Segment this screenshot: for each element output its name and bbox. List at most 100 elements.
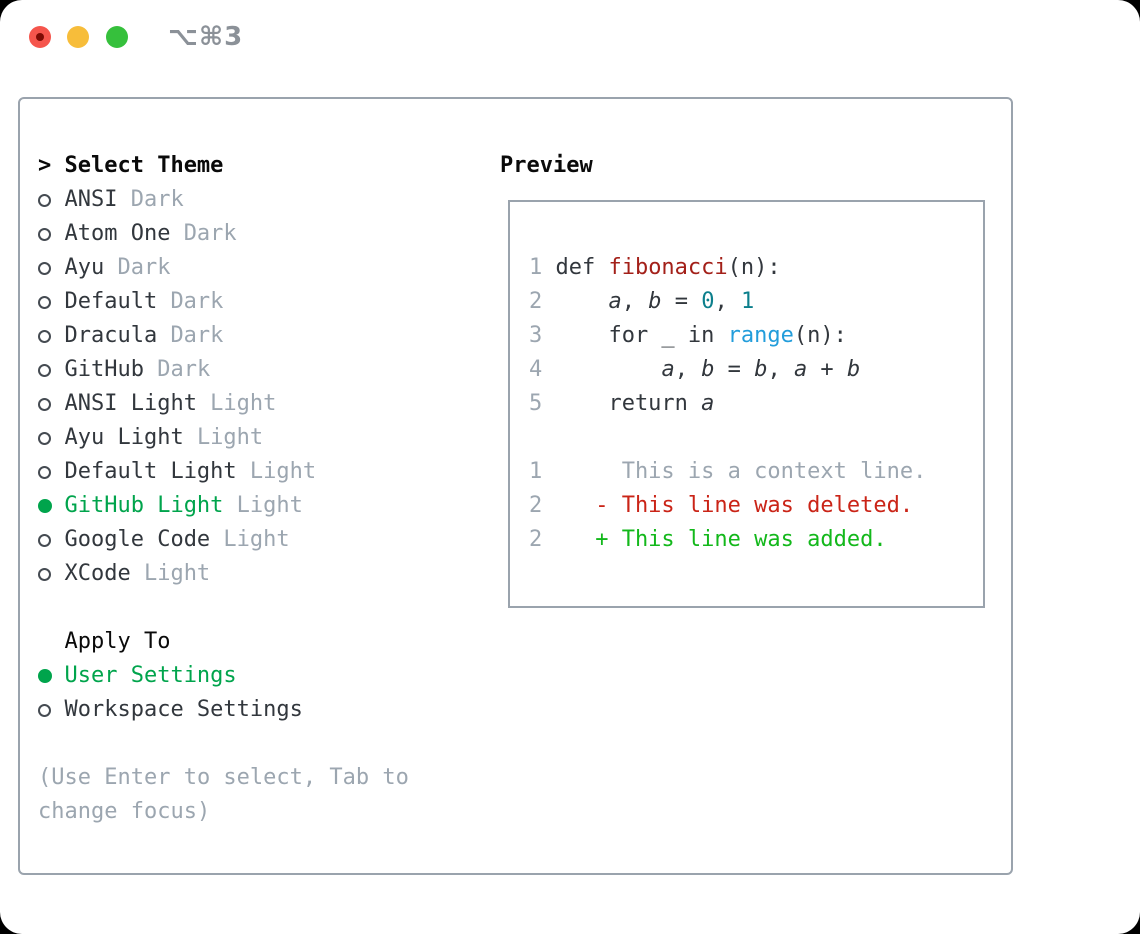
radio-icon <box>38 364 51 377</box>
preview-box: 1 def fibonacci(n): 2 a, b = 0, 1 3 for _… <box>508 200 985 608</box>
preview-code-line: 3 for _ in range(n): <box>529 319 983 353</box>
theme-option[interactable]: Default Light Light <box>38 455 483 489</box>
theme-variant-tag: Dark <box>117 255 171 280</box>
code-tokens: This is a context line. <box>555 459 927 484</box>
theme-name: GitHub <box>64 357 144 382</box>
theme-variant-tag: Dark <box>170 289 224 314</box>
radio-icon <box>38 669 52 683</box>
radio-icon <box>38 568 51 581</box>
theme-option[interactable]: Dracula Dark <box>38 319 483 353</box>
radio-icon <box>38 228 51 241</box>
code-tokens: a, b = 0, 1 <box>608 289 755 314</box>
select-theme-header-label: Select Theme <box>64 153 224 178</box>
theme-variant-tag: Dark <box>157 357 211 382</box>
line-number: 1 <box>529 255 543 280</box>
preview-code-line: 2 + This line was added. <box>529 523 983 557</box>
preview-code-line: 1 def fibonacci(n): <box>529 251 983 285</box>
line-number: 2 <box>529 527 543 552</box>
preview-code-line: 5 return a <box>529 387 983 421</box>
radio-icon <box>38 398 51 411</box>
theme-name: ANSI <box>64 187 118 212</box>
preview-code-line: 1 This is a context line. <box>529 455 983 489</box>
line-number: 2 <box>529 289 543 314</box>
code-tokens: for _ in range(n): <box>555 323 847 348</box>
theme-option[interactable]: GitHub Light Light <box>38 489 483 523</box>
code-tokens: def fibonacci(n): <box>555 255 781 280</box>
line-number: 5 <box>529 391 543 416</box>
theme-option[interactable]: Ayu Dark <box>38 251 483 285</box>
theme-name: Ayu Light <box>64 425 184 450</box>
preview-header: Preview <box>500 153 593 178</box>
apply-to-option[interactable]: User Settings <box>38 659 483 693</box>
radio-icon <box>38 262 51 275</box>
preview-column: Preview 1 def fibonacci(n): 2 a, b = 0, 1… <box>500 149 1000 608</box>
preview-code: 1 def fibonacci(n): 2 a, b = 0, 1 3 for _… <box>529 251 983 557</box>
window-title: ⌥⌘3 <box>168 22 244 52</box>
theme-option[interactable]: Google Code Light <box>38 523 483 557</box>
line-number: 1 <box>529 459 543 484</box>
titlebar: ⌥⌘3 <box>0 0 1140 97</box>
theme-option[interactable]: Ayu Light Light <box>38 421 483 455</box>
radio-icon <box>38 194 51 207</box>
theme-name: Atom One <box>64 221 171 246</box>
help-text-line-2: change focus) <box>38 799 211 824</box>
radio-icon <box>38 330 51 343</box>
apply-to-option[interactable]: Workspace Settings <box>38 693 483 727</box>
theme-variant-tag: Light <box>210 391 277 416</box>
theme-variant-tag: Dark <box>183 221 237 246</box>
theme-name: ANSI Light <box>64 391 197 416</box>
zoom-button[interactable] <box>106 26 128 48</box>
theme-variant-tag: Dark <box>130 187 184 212</box>
radio-icon <box>38 296 51 309</box>
spacer <box>38 591 483 625</box>
preview-code-line: 2 a, b = 0, 1 <box>529 285 983 319</box>
code-tokens: return a <box>555 391 715 416</box>
radio-icon <box>38 499 52 513</box>
code-tokens: - This line was deleted. <box>555 493 914 518</box>
theme-variant-tag: Light <box>249 459 317 484</box>
theme-variant-tag: Dark <box>170 323 224 348</box>
theme-name: Default <box>64 289 158 314</box>
radio-icon <box>38 432 51 445</box>
preview-code-line: 2 - This line was deleted. <box>529 489 983 523</box>
theme-variant-tag: Light <box>223 527 290 552</box>
preview-code-line: 4 a, b = b, a + b <box>529 353 983 387</box>
code-tokens: + This line was added. <box>555 527 887 552</box>
spacer <box>38 727 483 761</box>
line-number: 3 <box>529 323 543 348</box>
apply-to-option-label: User Settings <box>64 663 237 688</box>
radio-icon <box>38 534 51 547</box>
theme-name: Default Light <box>64 459 237 484</box>
theme-option[interactable]: Atom One Dark <box>38 217 483 251</box>
theme-option[interactable]: Default Dark <box>38 285 483 319</box>
close-dot-icon <box>36 33 44 41</box>
apply-to-header-label: Apply To <box>64 629 171 654</box>
preview-code-line <box>529 421 983 455</box>
apply-to-list: User Settings Workspace Settings <box>38 659 483 727</box>
theme-name: Google Code <box>64 527 211 552</box>
apply-to-option-label: Workspace Settings <box>64 697 303 722</box>
theme-option[interactable]: ANSI Dark <box>38 183 483 217</box>
theme-option[interactable]: ANSI Light Light <box>38 387 483 421</box>
apply-to-header: Apply To <box>38 625 483 659</box>
minimize-button[interactable] <box>67 26 89 48</box>
theme-variant-tag: Light <box>236 493 303 518</box>
theme-option[interactable]: GitHub Dark <box>38 353 483 387</box>
theme-name: Ayu <box>64 255 105 280</box>
theme-variant-tag: Light <box>196 425 264 450</box>
select-theme-header: >Select Theme <box>38 149 483 183</box>
help-text-line-1: (Use Enter to select, Tab to <box>38 765 409 790</box>
code-tokens: a, b = b, a + b <box>661 357 861 382</box>
line-number: 2 <box>529 493 543 518</box>
theme-name: Dracula <box>64 323 158 348</box>
theme-name: GitHub Light <box>64 493 224 518</box>
close-button[interactable] <box>29 26 51 48</box>
radio-icon <box>38 704 51 717</box>
theme-variant-tag: Light <box>143 561 211 586</box>
radio-icon <box>38 466 51 479</box>
